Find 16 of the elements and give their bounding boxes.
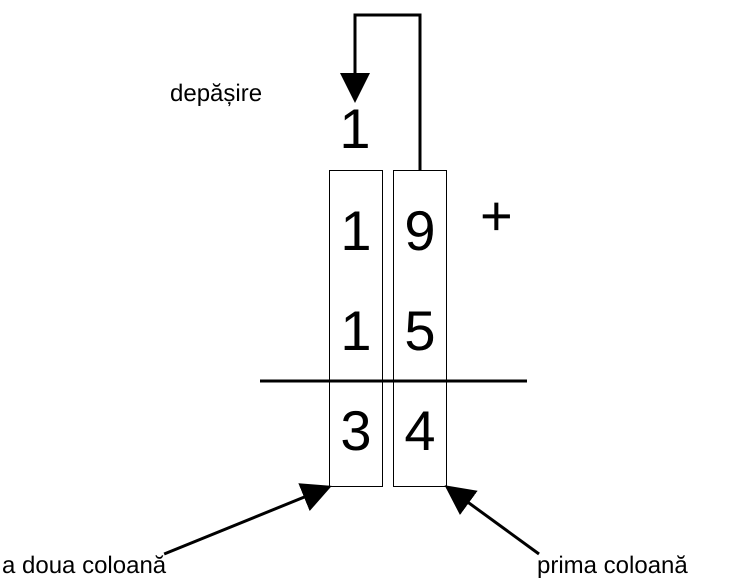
digit: 1 (339, 201, 373, 261)
carry-caption: depășire (170, 80, 262, 108)
digit: 3 (339, 401, 373, 461)
carry-digit: 1 (333, 100, 377, 158)
column-box (393, 170, 447, 487)
digit: 9 (403, 201, 437, 261)
digit: 4 (403, 401, 437, 461)
digit: 1 (339, 301, 373, 361)
digit: 5 (403, 301, 437, 361)
column-caption: prima coloană (537, 552, 688, 580)
arrow (444, 485, 540, 556)
plus-sign: + (480, 186, 513, 246)
column-box (329, 170, 383, 487)
arrow (164, 483, 332, 556)
column-caption: a doua coloană (2, 552, 166, 580)
carry-arrow (340, 14, 422, 170)
